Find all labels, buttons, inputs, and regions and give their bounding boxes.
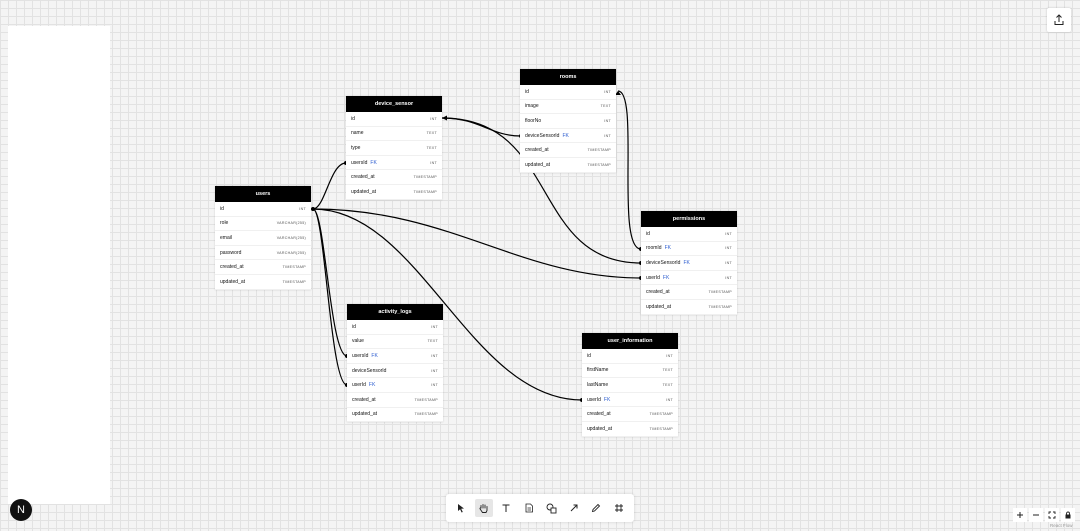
table-header: activity_logs xyxy=(347,304,443,320)
edge-rooms-permissions xyxy=(617,90,642,250)
fit-view-icon xyxy=(1048,511,1056,519)
fit-view-button[interactable] xyxy=(1045,508,1059,522)
table-header: user_information xyxy=(582,333,678,349)
edge-device_sensor-rooms xyxy=(441,117,522,137)
attribution-link[interactable]: React Flow xyxy=(1050,523,1073,528)
plus-icon xyxy=(1017,512,1023,518)
drawing-toolbar xyxy=(446,494,634,522)
select-tool-button[interactable] xyxy=(452,499,470,517)
note-tool-button[interactable] xyxy=(520,499,538,517)
side-panel xyxy=(8,26,110,504)
text-icon xyxy=(502,504,510,512)
pen-icon xyxy=(592,503,601,513)
fk-badge: FK xyxy=(664,245,671,252)
fk-badge: FK xyxy=(371,352,378,359)
frame-tool-button[interactable] xyxy=(610,499,628,517)
fk-badge: FK xyxy=(683,259,690,266)
export-button[interactable] xyxy=(1047,8,1071,32)
cursor-arrow-icon xyxy=(458,504,465,513)
edge-users-activity_logs-userId xyxy=(312,208,348,386)
zoom-in-button[interactable] xyxy=(1013,508,1027,522)
table-header: rooms xyxy=(520,69,616,85)
edge-handle xyxy=(311,207,315,211)
fk-badge: FK xyxy=(370,159,377,166)
shapes-icon xyxy=(546,503,557,513)
arrow-icon xyxy=(570,504,578,512)
export-icon xyxy=(1054,14,1064,25)
fk-badge: FK xyxy=(368,382,376,389)
edge-users-activity_logs-usersId xyxy=(312,208,348,357)
arrow-tool-button[interactable] xyxy=(565,499,583,517)
hand-icon xyxy=(479,503,488,513)
fk-badge: FK xyxy=(562,132,569,139)
fk-badge: FK xyxy=(603,396,611,403)
table-header: users xyxy=(215,186,311,202)
document-icon xyxy=(525,503,533,513)
table-header: permissions xyxy=(641,211,737,227)
table-header: device_sensor xyxy=(346,96,442,112)
lock-button[interactable] xyxy=(1061,508,1075,522)
edge-users-permissions xyxy=(312,208,642,279)
frame-icon xyxy=(614,504,623,512)
app-logo[interactable]: N xyxy=(10,499,32,521)
edge-users-device_sensor xyxy=(312,162,347,210)
pen-tool-button[interactable] xyxy=(587,499,605,517)
pan-tool-button[interactable] xyxy=(474,499,493,517)
text-tool-button[interactable] xyxy=(497,499,515,517)
fk-badge: FK xyxy=(662,274,670,281)
zoom-out-button[interactable] xyxy=(1029,508,1043,522)
lock-icon xyxy=(1065,511,1071,519)
edge-arrowhead xyxy=(442,115,447,121)
minus-icon xyxy=(1033,514,1039,516)
shape-tool-button[interactable] xyxy=(542,499,560,517)
zoom-controls xyxy=(1013,508,1075,522)
